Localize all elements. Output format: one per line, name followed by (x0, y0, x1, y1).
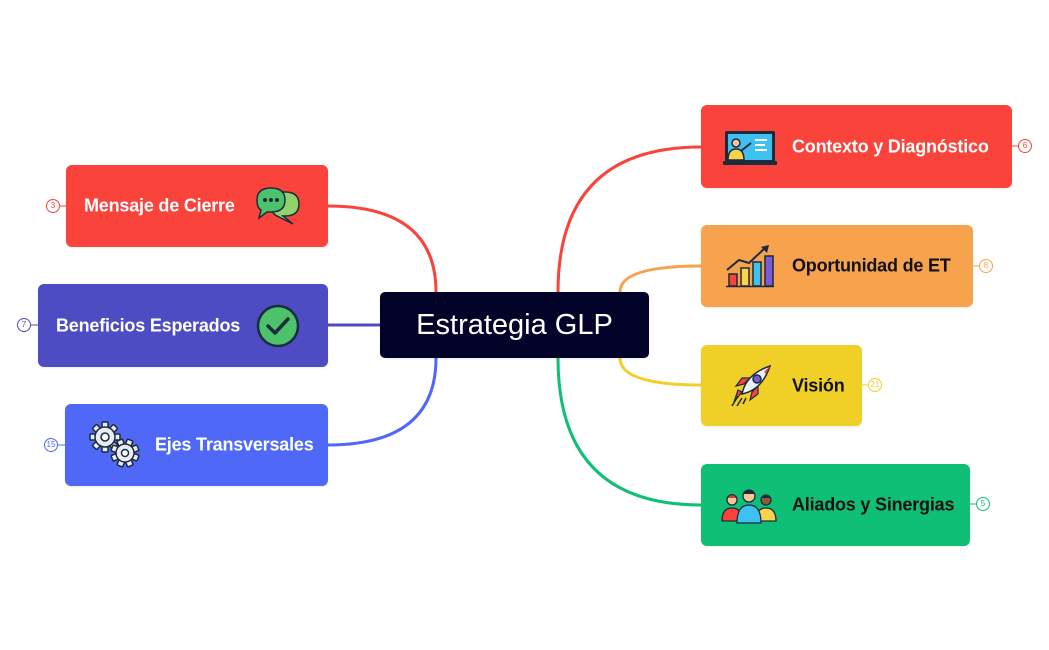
topic-label: Mensaje de Cierre (84, 195, 235, 216)
topic-count-badge[interactable]: 15 (44, 438, 58, 452)
topic-count-badge[interactable]: 21 (868, 378, 882, 392)
topic-vision[interactable]: Visión (701, 345, 862, 426)
topic-aliados-sinergias[interactable]: Aliados y Sinergias (701, 464, 970, 546)
topic-label: Visión (792, 375, 845, 395)
topic-contexto-diagnostico[interactable]: Contexto y Diagnóstico (701, 105, 1012, 188)
topic-count-badge[interactable]: 5 (976, 497, 990, 511)
connector-oportunidad (618, 264, 703, 294)
topic-count-badge[interactable]: 7 (17, 318, 31, 332)
topic-count-badge[interactable]: 3 (46, 199, 60, 213)
chat-bubbles-icon (256, 187, 300, 225)
connector-contexto (556, 145, 703, 294)
topic-ejes-transversales[interactable]: Ejes Transversales (65, 404, 328, 486)
rocket-icon (731, 364, 772, 407)
gears-icon (89, 421, 140, 468)
topic-label: Ejes Transversales (155, 434, 314, 455)
growth-chart-icon (726, 245, 774, 288)
topic-label: Beneficios Esperados (56, 315, 241, 335)
topic-oportunidad-et[interactable]: Oportunidad de ET (701, 225, 973, 307)
connector-vision (618, 356, 703, 387)
topic-label: Contexto y Diagnóstico (792, 136, 989, 156)
topic-label: Oportunidad de ET (792, 255, 951, 276)
topic-count-badge[interactable]: 6 (1018, 139, 1032, 153)
checkmark-circle-icon (256, 304, 300, 348)
central-topic-estrategia-glp[interactable]: Estrategia GLP (380, 292, 649, 358)
topic-label: Aliados y Sinergias (792, 494, 955, 515)
connector-mensaje (326, 204, 438, 294)
connector-aliados (556, 356, 703, 507)
team-people-icon (721, 489, 777, 524)
topic-beneficios-esperados[interactable]: Beneficios Esperados (38, 284, 328, 367)
topic-mensaje-cierre[interactable]: Mensaje de Cierre (66, 165, 328, 247)
central-topic-label: Estrategia GLP (416, 308, 613, 341)
topic-count-badge[interactable]: 8 (979, 259, 993, 273)
presentation-board-icon (723, 131, 777, 165)
connector-ejes (326, 356, 438, 447)
